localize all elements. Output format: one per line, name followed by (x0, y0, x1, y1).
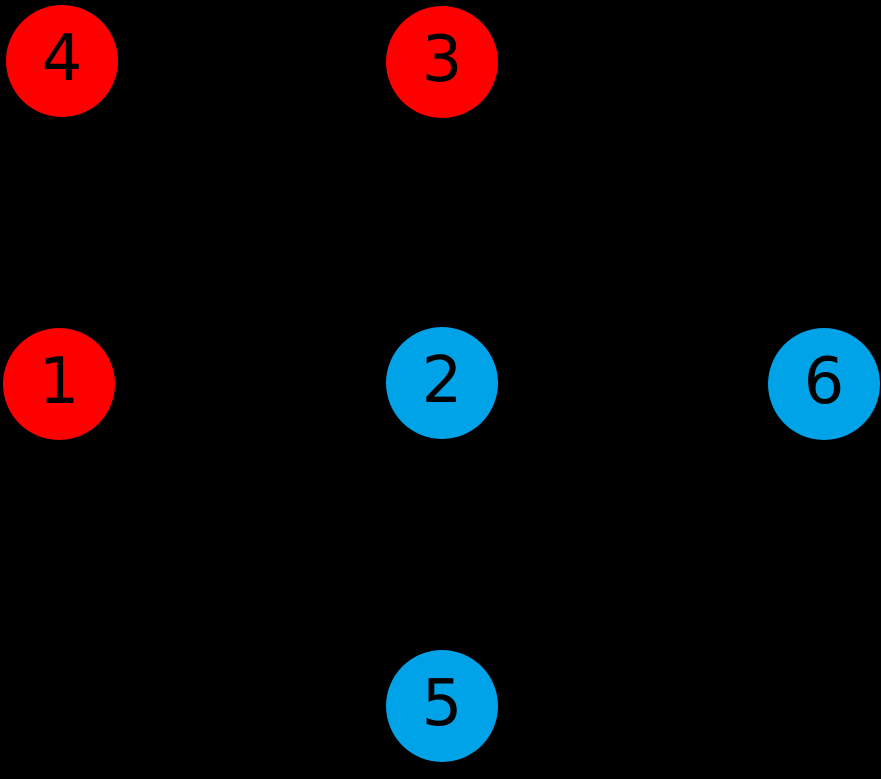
graph-node-6: 6 (768, 328, 880, 440)
graph-node-5: 5 (386, 650, 498, 762)
node-label-1: 1 (38, 345, 80, 419)
node-label-3: 3 (421, 23, 463, 97)
node-label-6: 6 (803, 345, 845, 419)
node-label-2: 2 (421, 344, 463, 418)
graph-node-1: 1 (3, 328, 115, 440)
node-label-5: 5 (421, 667, 463, 741)
graph-node-3: 3 (386, 6, 498, 118)
graph-node-4: 4 (6, 5, 118, 117)
node-label-4: 4 (41, 22, 83, 96)
graph-node-2: 2 (386, 327, 498, 439)
